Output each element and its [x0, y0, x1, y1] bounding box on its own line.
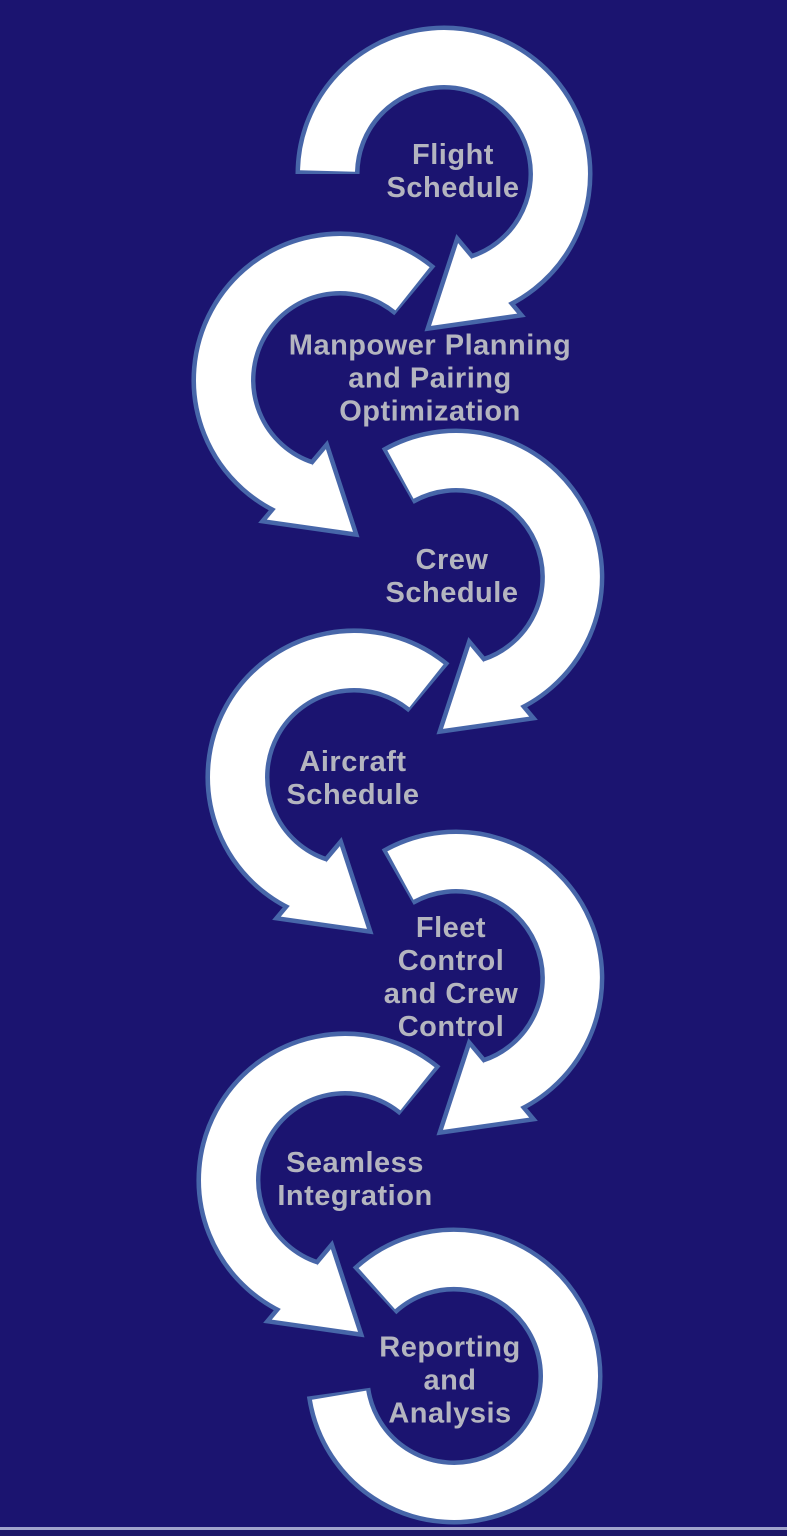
circular-arrow-stage-1-icon	[295, 25, 593, 332]
stage-label-aircraft-schedule: Aircraft Schedule	[286, 745, 420, 811]
circular-arrow-stage-4-icon	[205, 628, 450, 935]
stage-label-seamless-integration: Seamless Integration	[277, 1146, 433, 1212]
stage-label-manpower-planning: Manpower Planning and Pairing Optimizati…	[288, 329, 572, 428]
footer-divider-line	[0, 1527, 787, 1530]
circular-arrow-stage-2-icon	[191, 231, 436, 538]
circular-arrow-stage-7-icon	[306, 1227, 603, 1525]
footer-strip	[0, 1530, 787, 1536]
circular-arrow-stage-3-icon	[381, 428, 605, 735]
circular-arrow-stage-5-icon	[381, 829, 605, 1136]
stage-label-flight-schedule: Flight Schedule	[386, 138, 520, 204]
stage-label-crew-schedule: Crew Schedule	[385, 543, 519, 609]
stage-label-fleet-crew-control: Fleet Control and Crew Control	[383, 911, 519, 1044]
circular-arrow-stage-6-icon	[196, 1031, 441, 1338]
stage-label-reporting-analysis: Reporting and Analysis	[379, 1331, 521, 1430]
